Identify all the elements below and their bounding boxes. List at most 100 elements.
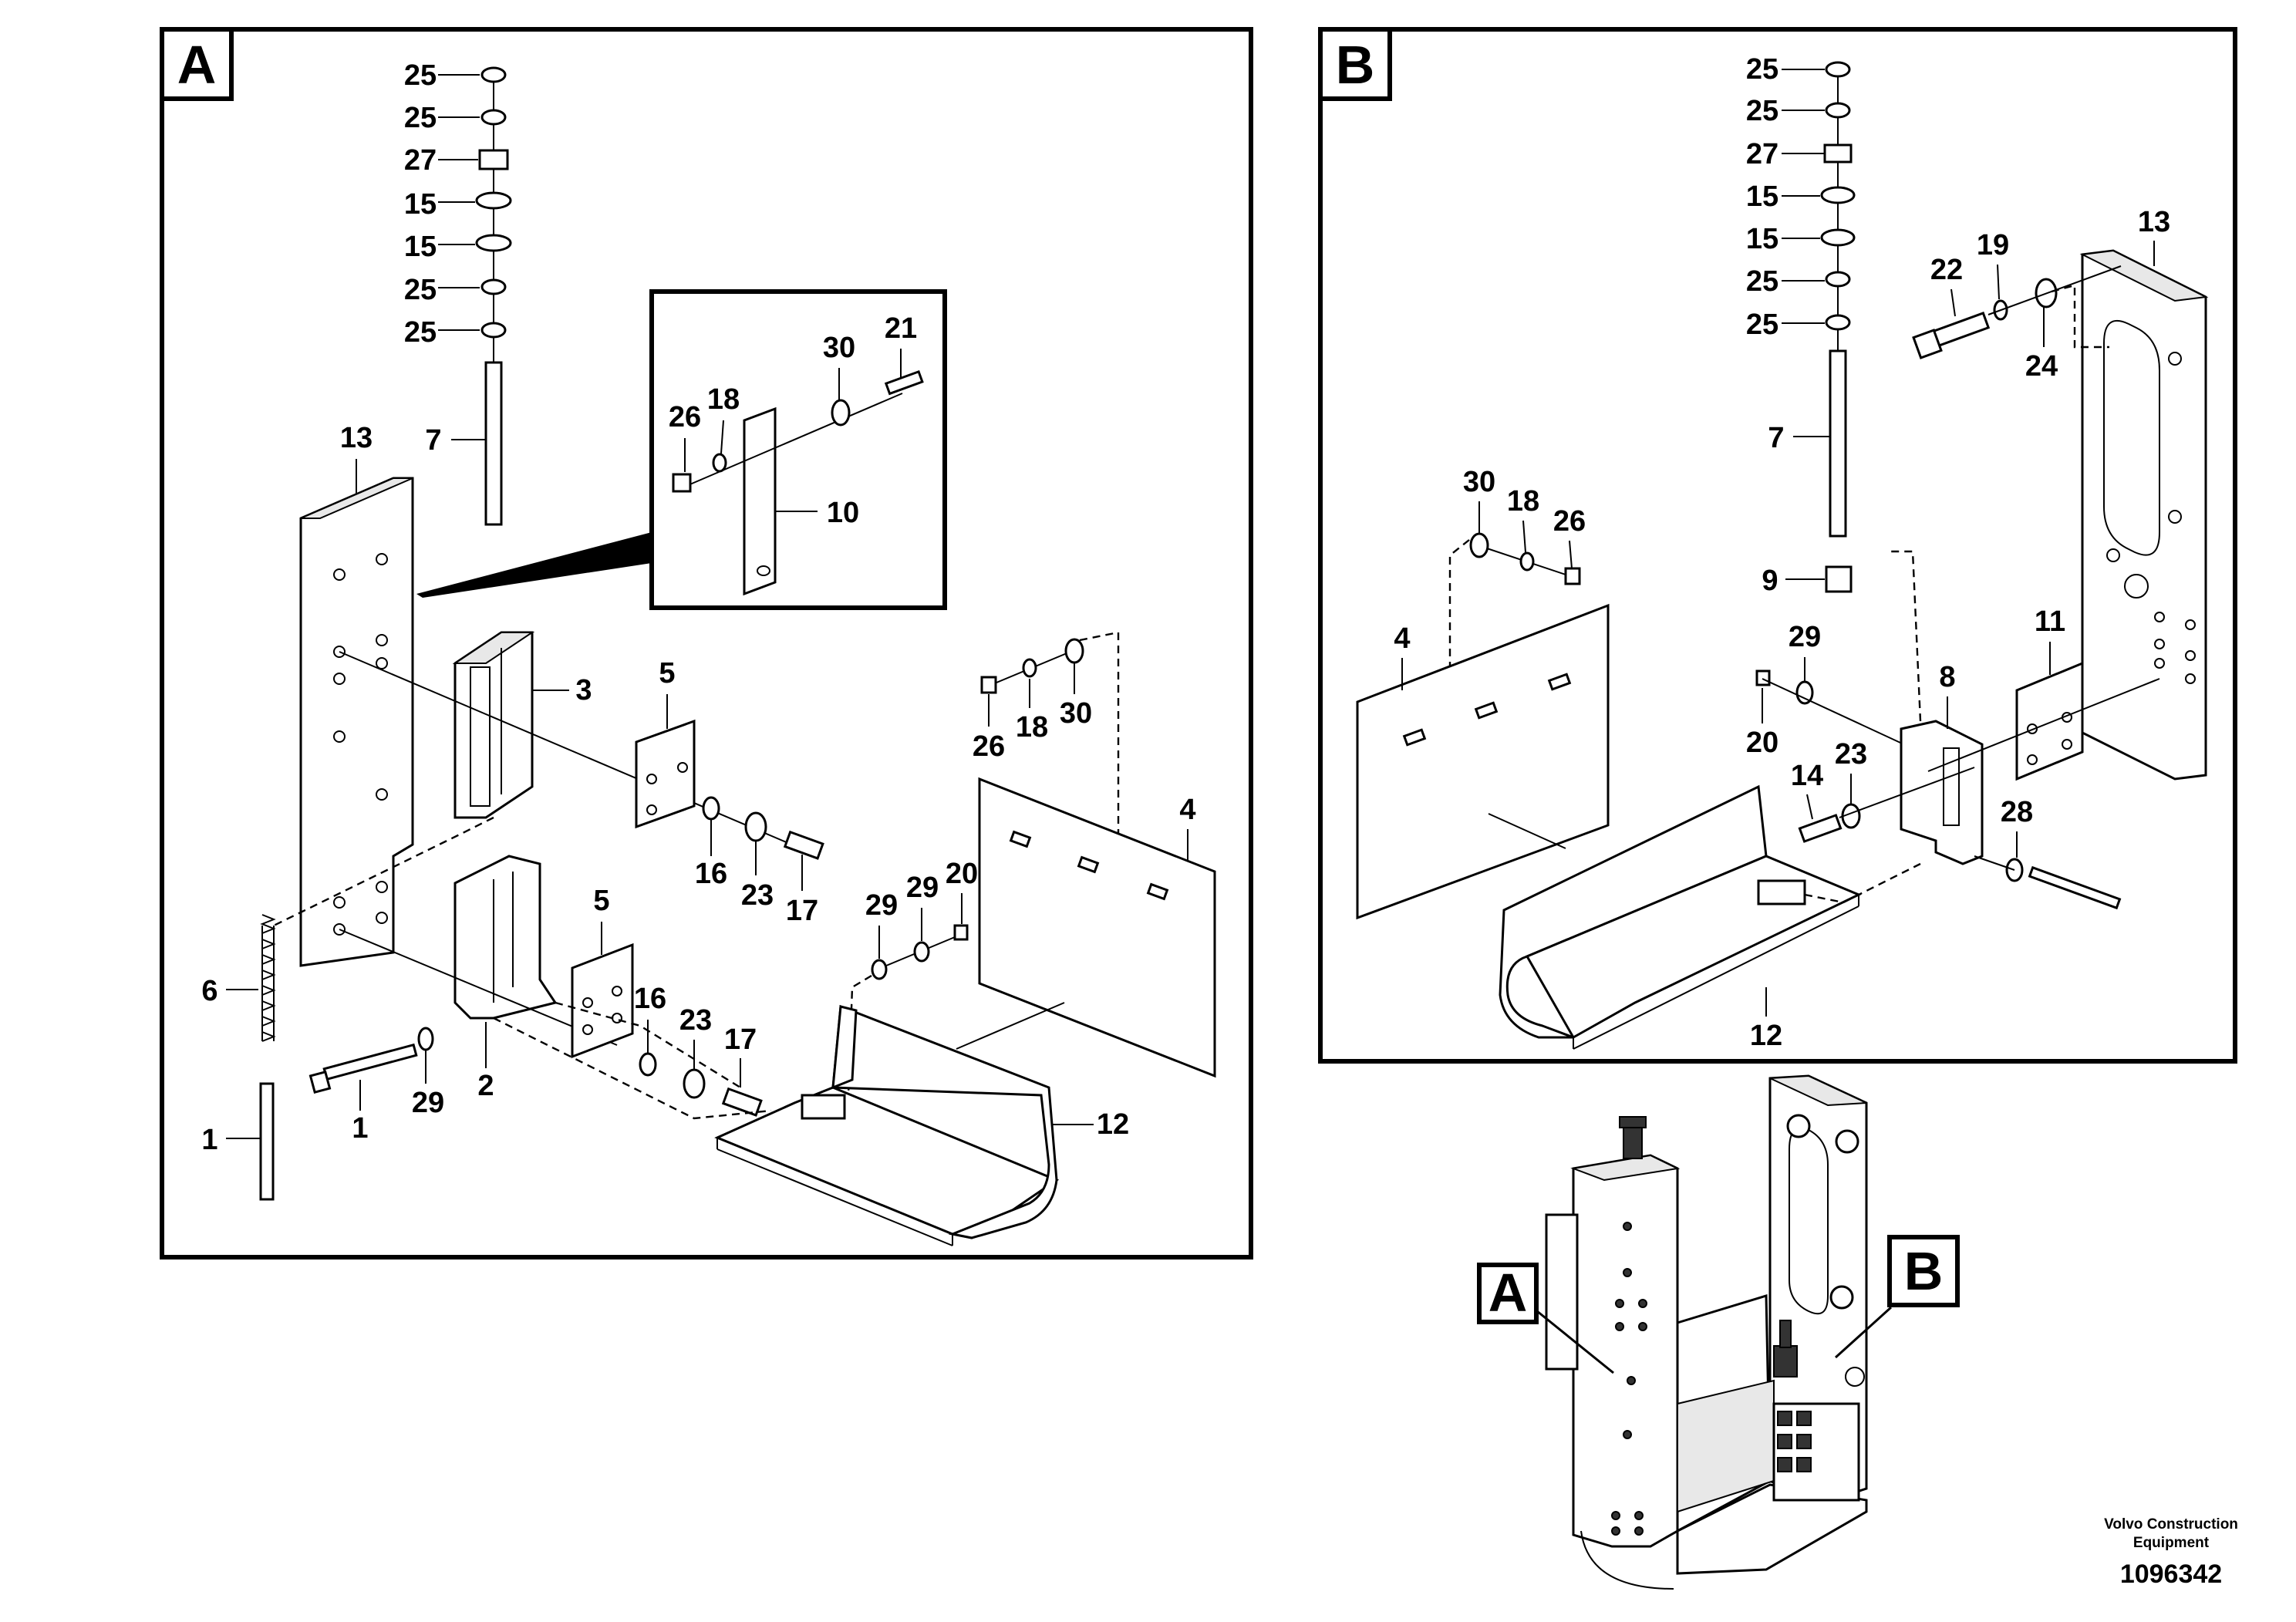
bracket-2 [453,855,558,1020]
callout-1: 1 [201,1124,217,1156]
callout-13: 13 [340,422,373,454]
callout-30: 30 [1060,697,1092,730]
callout-18: 18 [1507,485,1539,518]
callout-27: 27 [404,144,437,177]
callout-18: 18 [707,383,740,416]
callout-2: 2 [477,1070,494,1102]
callout-17: 17 [786,895,818,927]
callout-17: 17 [724,1023,757,1056]
callout-14: 14 [1791,760,1823,792]
callout-23: 23 [1835,738,1867,771]
block-9 [1825,565,1853,593]
callout-16: 16 [634,983,666,1015]
callout-15: 15 [404,231,437,263]
callout-29: 29 [906,872,939,904]
plate-13 [2079,249,2209,781]
callout-15: 15 [1746,180,1778,213]
rod-7 [1829,349,1847,538]
callout-20: 20 [946,858,978,890]
bolt-17 [783,830,824,860]
plate-5 [635,719,696,829]
panel-a-frame [160,27,1253,1259]
link-10 [743,406,777,596]
callout-26: 26 [669,401,701,433]
panel-a-fastener-stack [475,66,512,526]
callout-22: 22 [1930,254,1963,286]
plate-4 [978,777,1216,1078]
callout-26: 26 [1553,505,1586,538]
inset-frame [649,289,947,610]
panel-a: A 25 25 27 15 15 25 25 7 [160,27,1253,1259]
callout-25: 25 [1746,95,1778,127]
callout-30: 30 [1463,466,1495,498]
panel-a-letter-box [160,27,234,101]
callout-30: 30 [823,332,855,364]
inset-pointer [416,532,652,598]
callout-18: 18 [1016,711,1048,744]
overview-label-a: A [1489,1263,1528,1323]
spring-6 [260,914,276,1042]
callout-4: 4 [1179,794,1195,826]
pin-1 [259,1082,275,1201]
callout-21: 21 [885,312,917,345]
callout-10: 10 [827,497,859,529]
panel-b-letter: B [1336,35,1375,95]
tray-12 [1499,784,1862,1050]
callout-16: 16 [695,858,727,890]
bolt-1 [308,1043,418,1094]
overview-leader-a [1536,1310,1614,1374]
callout-9: 9 [1762,565,1778,597]
rod-7 [484,361,503,526]
callout-19: 19 [1977,229,2009,261]
document-number: 1096342 [2120,1560,2222,1589]
brand-line-2: Equipment [2133,1535,2210,1551]
panel-a-letter: A [177,35,217,95]
callout-11: 11 [2035,605,2065,638]
callout-29: 29 [865,889,898,922]
callout-15: 15 [1746,223,1778,255]
callout-23: 23 [741,879,774,912]
callout-26: 26 [973,730,1005,763]
callout-7: 7 [1768,422,1784,454]
overview-label-b: B [1904,1241,1944,1301]
callout-12: 12 [1750,1020,1782,1052]
plate-11 [2015,661,2084,781]
brand-line-1: Volvo Construction [2104,1516,2238,1533]
callout-6: 6 [201,975,217,1007]
callout-24: 24 [2025,350,2058,383]
panel-b-letter-box [1318,27,1392,101]
callout-3: 3 [575,674,592,706]
overview-label-b-box [1887,1235,1960,1307]
callout-12: 12 [1097,1108,1129,1141]
callout-20: 20 [1746,727,1778,759]
callout-8: 8 [1939,661,1955,693]
callout-5: 5 [659,657,675,690]
callout-28: 28 [2001,796,2033,828]
callout-5: 5 [593,885,609,917]
overview-plate-left [1572,1154,1679,1548]
overview-label-a-box [1477,1263,1539,1324]
bracket-8 [1900,720,1984,865]
callout-23: 23 [679,1004,712,1037]
callout-25: 25 [404,59,437,92]
panel-b: B 25 25 27 15 15 25 25 7 9 [1318,27,2237,1064]
bracket-3 [452,631,535,819]
callout-1: 1 [352,1112,368,1145]
callout-25: 25 [1746,53,1778,86]
callout-29: 29 [412,1087,444,1119]
callout-25: 25 [404,102,437,134]
callout-15: 15 [404,188,437,221]
callout-29: 29 [1789,621,1821,653]
callout-25: 25 [404,274,437,306]
plate-5 [571,943,634,1059]
callout-25: 25 [404,316,437,349]
panel-a-inset: 21 30 26 18 10 [416,289,947,610]
plate-13 [299,477,414,967]
panel-b-frame [1318,27,2237,1064]
callout-27: 27 [1746,138,1778,170]
callout-13: 13 [2138,206,2170,238]
callout-25: 25 [1746,309,1778,341]
overview-leader-b [1834,1306,1893,1359]
callout-4: 4 [1394,622,1410,655]
